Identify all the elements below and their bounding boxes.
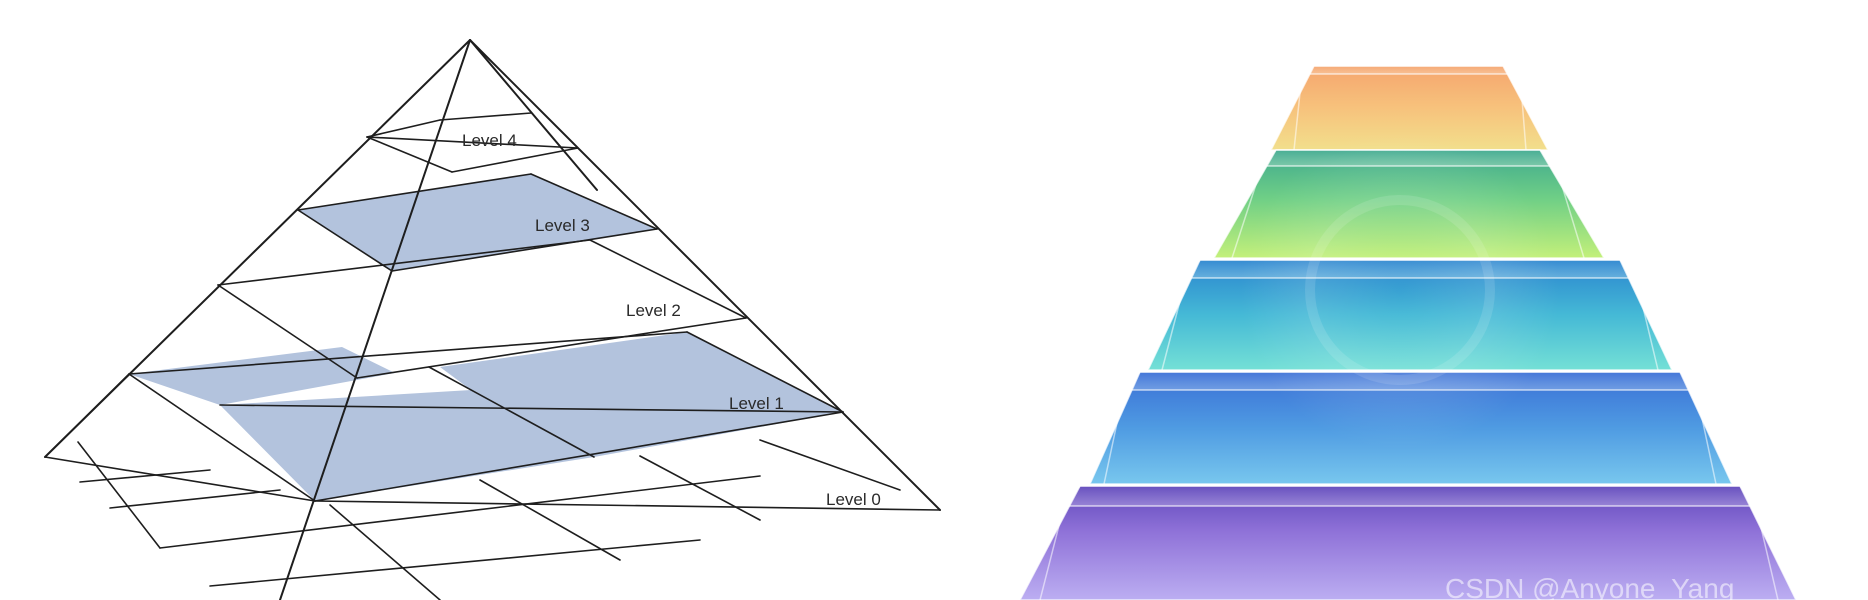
level-1-line (428, 366, 595, 458)
level-0-line (77, 441, 161, 549)
level-0-line (109, 489, 281, 509)
tier-top-orange (1269, 65, 1550, 151)
level-0-line (639, 455, 761, 521)
level-1-shaded-plane-right (440, 332, 843, 457)
level-0-line (479, 479, 621, 561)
level-0-line (759, 439, 901, 491)
pyramid-front-edge (279, 39, 471, 600)
level-3-shaded-plane (298, 174, 657, 271)
level-3-line (530, 173, 658, 230)
level-0-line (209, 539, 701, 587)
level-2-line (356, 317, 747, 379)
level-4-line (366, 136, 453, 173)
wireframe-pyramid: Level 4 Level 3 Level 2 Level 1 Level 0 (44, 39, 941, 600)
level-3-line (297, 173, 532, 211)
tiered-color-pyramid: CSDN @Anyone_Yang (1019, 65, 1797, 600)
level-2-line (217, 284, 358, 379)
swirl-ring (1305, 195, 1495, 385)
level-3-line (391, 228, 658, 272)
level-1-line (128, 331, 688, 375)
level-1-line (314, 411, 844, 502)
level-0-line (159, 475, 761, 549)
level-1-shaded-plane (129, 347, 395, 405)
level-3-label: Level 3 (535, 216, 590, 235)
level-0-line (329, 504, 441, 600)
tier-purple (1019, 485, 1797, 600)
level-1-line (219, 404, 844, 413)
level-4-line (451, 147, 579, 173)
pyramid-right-edge (469, 39, 941, 511)
level-1-shaded-plane-front (220, 390, 594, 501)
level-1-line (128, 373, 316, 502)
level-4-line (366, 136, 579, 149)
level-2-line (217, 239, 591, 286)
level-3-line (297, 209, 393, 272)
level-4-line (439, 112, 532, 121)
level-4-label: Level 4 (462, 131, 517, 150)
level-2-label: Level 2 (626, 301, 681, 320)
level-0-line (79, 469, 211, 483)
level-0-line (314, 500, 941, 511)
swirl-overlay (1240, 130, 1560, 450)
pyramid-back-edge (469, 39, 598, 191)
level-4-line (366, 119, 441, 138)
level-1-label: Level 1 (729, 394, 784, 413)
level-1-line (686, 331, 844, 413)
level-2-line (589, 239, 747, 319)
level-0-line (44, 373, 130, 458)
level-0-label: Level 0 (826, 490, 881, 509)
level-0-line (44, 456, 316, 502)
watermark-text: CSDN @Anyone_Yang (1445, 573, 1734, 600)
